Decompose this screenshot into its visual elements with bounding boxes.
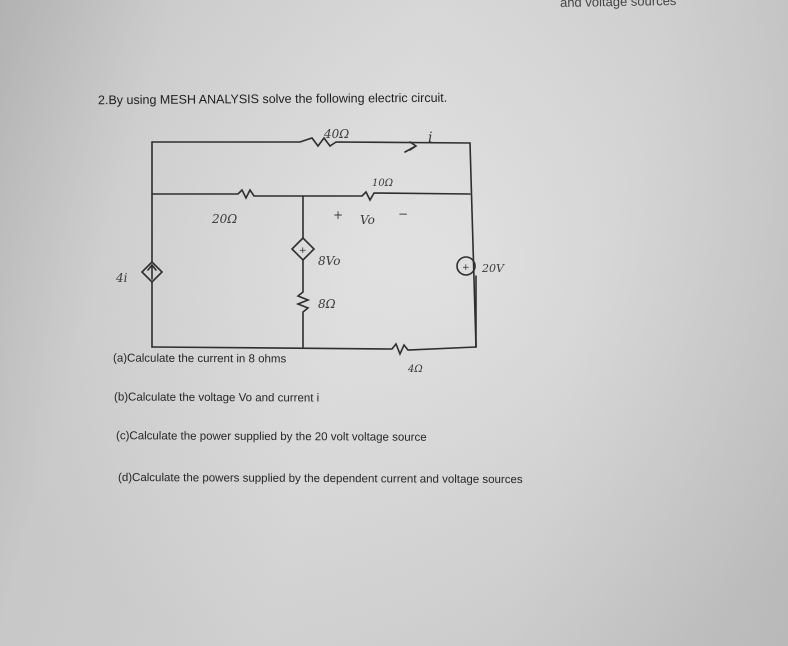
label-current-i: i (428, 130, 432, 146)
wire-top (151, 136, 477, 348)
label-4-ohm: 4Ω (407, 364, 423, 375)
question-a: (a)Calculate the current in 8 ohms (112, 352, 287, 366)
dependent-voltage-source-symbol (290, 236, 316, 262)
source-plus: + (462, 263, 470, 273)
label-8-ohm: 8Ω (318, 297, 336, 311)
voltage-source-symbol (456, 256, 476, 276)
label-vo: Vo (360, 213, 375, 227)
current-source-symbol (140, 260, 164, 284)
question-b: (b)Calculate the voltage Vo and current … (113, 391, 320, 405)
label-8vo: 8Vo (318, 254, 340, 268)
label-20-ohm: 20Ω (211, 212, 237, 226)
wire-bottom (151, 342, 477, 357)
question-d: (d)Calculate the powers supplied by the … (117, 471, 523, 487)
label-10-ohm: 10Ω (372, 178, 393, 189)
wire-middle (151, 188, 471, 202)
label-vo-plus: + (333, 208, 343, 222)
label-40-ohm: 40Ω (323, 127, 349, 141)
dep-source-plus: + (299, 246, 307, 256)
label-4i: 4i (115, 271, 128, 285)
label-vo-minus: − (398, 207, 408, 221)
wire-center-lower (295, 259, 311, 348)
label-20v: 20V (481, 262, 505, 275)
current-direction-arrow-icon (404, 141, 418, 153)
current-arrow-icon (147, 263, 157, 280)
question-c: (c)Calculate the power supplied by the 2… (115, 430, 427, 444)
